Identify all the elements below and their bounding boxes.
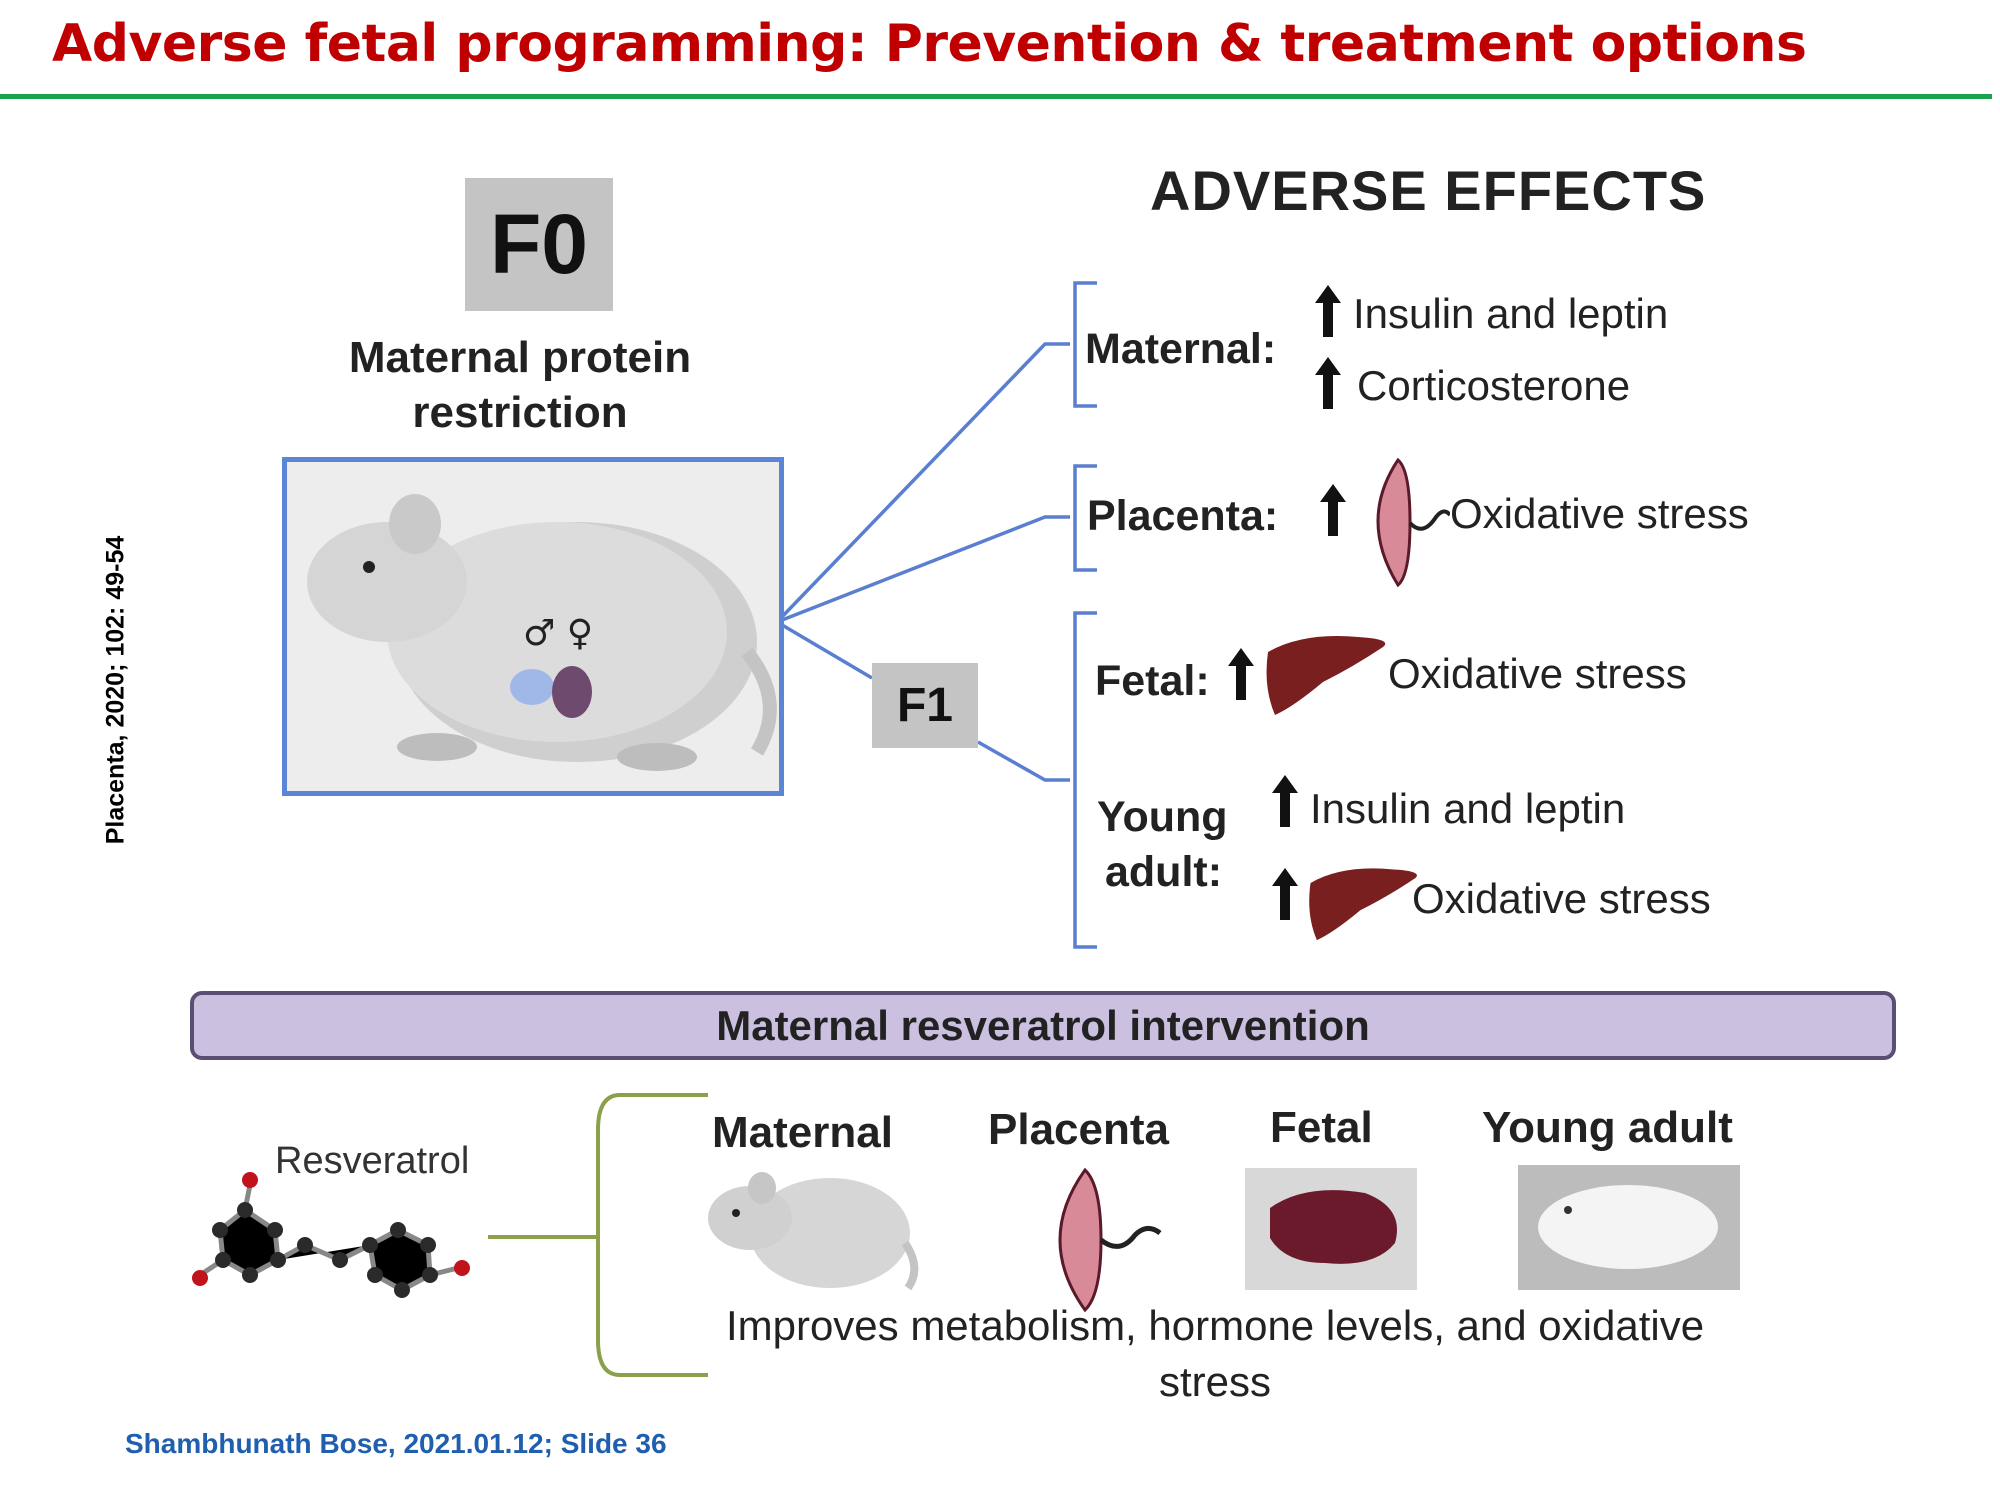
outcome-maternal-title: Maternal bbox=[712, 1108, 893, 1157]
slide-footer: Shambhunath Bose, 2021.01.12; Slide 36 bbox=[125, 1428, 667, 1459]
f0-caption-line2: restriction bbox=[412, 388, 628, 437]
pregnant-rat-illustration: ♂ ♀ bbox=[307, 494, 777, 771]
sex-symbols: ♂ ♀ bbox=[523, 613, 593, 654]
improvement-summary-line1: Improves metabolism, hormone levels, and… bbox=[725, 1302, 1705, 1349]
placenta-label: Placenta: bbox=[1087, 492, 1279, 540]
rat-image-frame: ♂ ♀ bbox=[282, 457, 784, 796]
f0-caption: Maternal protein restriction bbox=[300, 330, 740, 440]
f0-caption-line1: Maternal protein bbox=[348, 333, 692, 382]
young-adult-effect-oxidative: Oxidative stress bbox=[1412, 875, 1711, 922]
f0-generation-box: F0 bbox=[465, 178, 613, 311]
up-arrow-icon bbox=[1320, 484, 1346, 536]
outcome-fetal-title: Fetal bbox=[1270, 1103, 1373, 1152]
up-arrow-icon bbox=[1315, 285, 1341, 337]
adverse-effects-heading: ADVERSE EFFECTS bbox=[1150, 159, 1707, 222]
slide-title: Adverse fetal programming: Prevention & … bbox=[52, 14, 1807, 74]
improvement-summary: Improves metabolism, hormone levels, and… bbox=[640, 1298, 1790, 1410]
up-arrow-icon bbox=[1228, 648, 1254, 700]
title-divider bbox=[0, 94, 1992, 99]
young-adult-rat-photo bbox=[1518, 1165, 1740, 1290]
maternal-effect-corticosterone: Corticosterone bbox=[1357, 362, 1631, 409]
f1-generation-box: F1 bbox=[872, 663, 978, 748]
placenta-effect-oxidative: Oxidative stress bbox=[1450, 490, 1749, 537]
placenta-icon bbox=[1058, 1167, 1162, 1313]
young-adult-label-line2: adult: bbox=[1105, 848, 1223, 896]
liver-icon bbox=[1309, 868, 1417, 941]
liver-icon bbox=[1266, 636, 1386, 715]
improvement-summary-line2: stress bbox=[1158, 1358, 1271, 1405]
fetal-effect-oxidative: Oxidative stress bbox=[1388, 650, 1687, 697]
resveratrol-molecule-icon bbox=[192, 1172, 470, 1298]
up-arrow-icon bbox=[1315, 357, 1341, 409]
up-arrow-icon bbox=[1272, 775, 1298, 827]
outcome-placenta-title: Placenta bbox=[988, 1105, 1169, 1154]
placenta-icon bbox=[1376, 457, 1450, 588]
young-adult-label-line1: Young bbox=[1097, 793, 1228, 841]
young-adult-effect-insulin: Insulin and leptin bbox=[1310, 785, 1626, 832]
resveratrol-intervention-bar: Maternal resveratrol intervention bbox=[190, 991, 1896, 1060]
outcome-young-adult-title: Young adult bbox=[1482, 1103, 1733, 1152]
maternal-rat-image bbox=[708, 1172, 919, 1291]
fetal-liver-photo bbox=[1245, 1168, 1417, 1290]
maternal-label: Maternal: bbox=[1085, 325, 1277, 373]
up-arrow-icon bbox=[1272, 868, 1298, 920]
maternal-effect-insulin: Insulin and leptin bbox=[1353, 290, 1669, 337]
fetal-label: Fetal: bbox=[1095, 657, 1210, 705]
resveratrol-label: Resveratrol bbox=[275, 1140, 470, 1182]
young-adult-label: Young adult: bbox=[1097, 790, 1228, 900]
